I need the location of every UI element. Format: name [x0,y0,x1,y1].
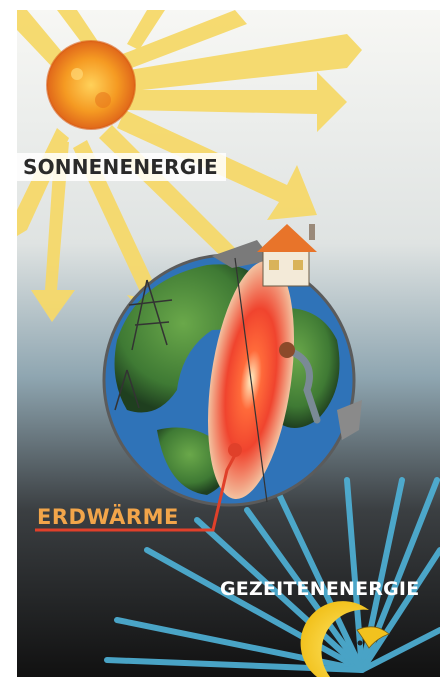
geothermal-pointer-line [35,454,237,532]
water-pipe-icon [279,342,321,424]
energy-poster: SONNENENERGIE ERDWÄRME GEZEITENENERGIE [17,10,440,677]
geothermal-pointer-dot [228,443,242,457]
illustration [17,10,440,677]
geothermal-energy-label: ERDWÄRME [37,505,179,529]
pylon-icon [114,279,173,411]
moon-icon [300,601,397,677]
house-icon [257,224,317,287]
tidal-energy-label: GEZEITENENERGIE [220,578,420,600]
sun-icon [46,40,136,130]
geothermal-core [208,257,294,503]
solar-energy-label: SONNENENERGIE [17,153,226,181]
